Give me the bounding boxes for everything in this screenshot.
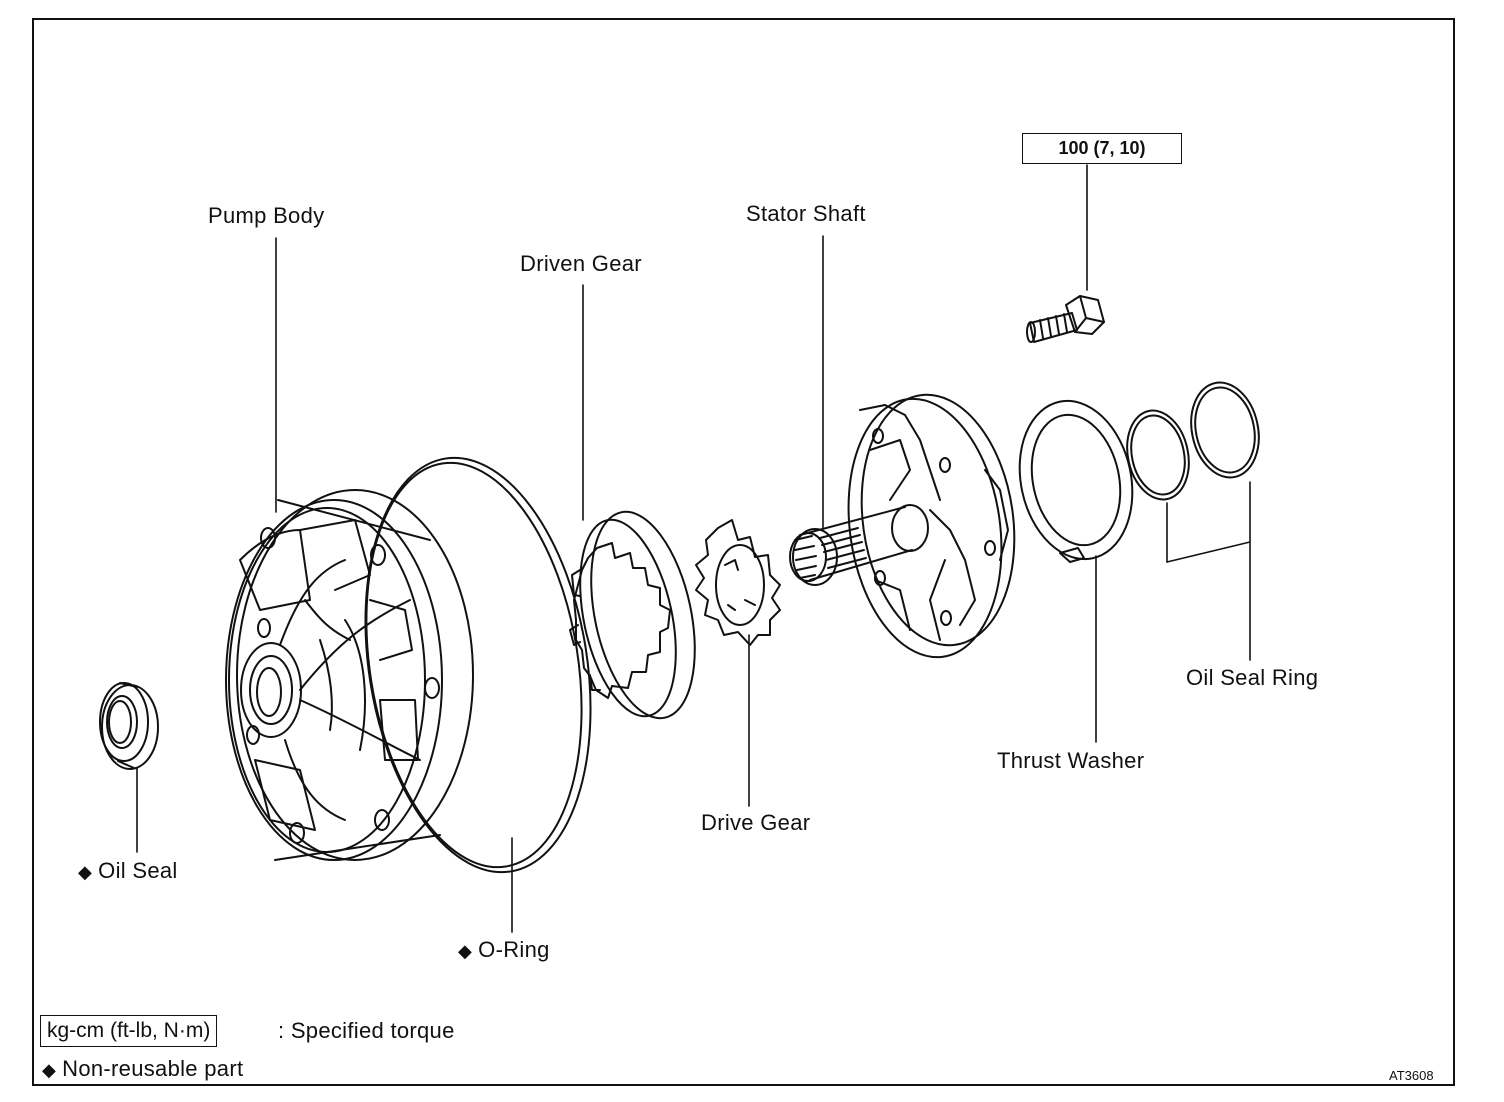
drive-gear-label: Drive Gear xyxy=(701,810,811,835)
bolt-part xyxy=(1026,295,1105,343)
driven-gear-part xyxy=(569,510,696,720)
non-reusable-marker-icon: ◆ xyxy=(458,941,473,961)
o-ring-label-text: O-Ring xyxy=(478,937,550,962)
o-ring-part xyxy=(364,456,592,874)
oil-seal-label: ◆Oil Seal xyxy=(78,858,178,884)
thrust-washer-part xyxy=(1018,399,1134,563)
legend-non-reusable: ◆Non-reusable part xyxy=(42,1056,243,1082)
oil-seal-label-text: Oil Seal xyxy=(98,858,178,883)
legend-torque-unit-box: kg-cm (ft-lb, N·m) xyxy=(40,1015,218,1047)
thrust-washer-label: Thrust Washer xyxy=(997,748,1145,773)
oil-seal-ring-label: Oil Seal Ring xyxy=(1186,665,1319,690)
driven-gear-label: Driven Gear xyxy=(520,251,642,276)
stator-shaft-label: Stator Shaft xyxy=(746,201,866,226)
pump-body-label: Pump Body xyxy=(208,203,325,228)
drive-gear-part xyxy=(695,519,781,646)
stator-shaft-part xyxy=(789,393,1016,659)
figure-reference: AT3608 xyxy=(1389,1068,1434,1083)
non-reusable-marker-icon: ◆ xyxy=(78,862,93,882)
torque-spec-box: 100 (7, 10) xyxy=(1022,133,1182,164)
oil-seal-rings-part xyxy=(1126,381,1260,501)
legend-torque-desc: : Specified torque xyxy=(278,1018,455,1043)
leader-lines xyxy=(136,164,1251,933)
oil-seal-part xyxy=(99,682,159,770)
pump-body-part xyxy=(225,489,474,861)
non-reusable-marker-icon: ◆ xyxy=(42,1060,57,1080)
diagram-frame xyxy=(32,18,1455,1086)
o-ring-label: ◆O-Ring xyxy=(458,937,550,963)
legend-non-reusable-text: Non-reusable part xyxy=(62,1056,244,1081)
